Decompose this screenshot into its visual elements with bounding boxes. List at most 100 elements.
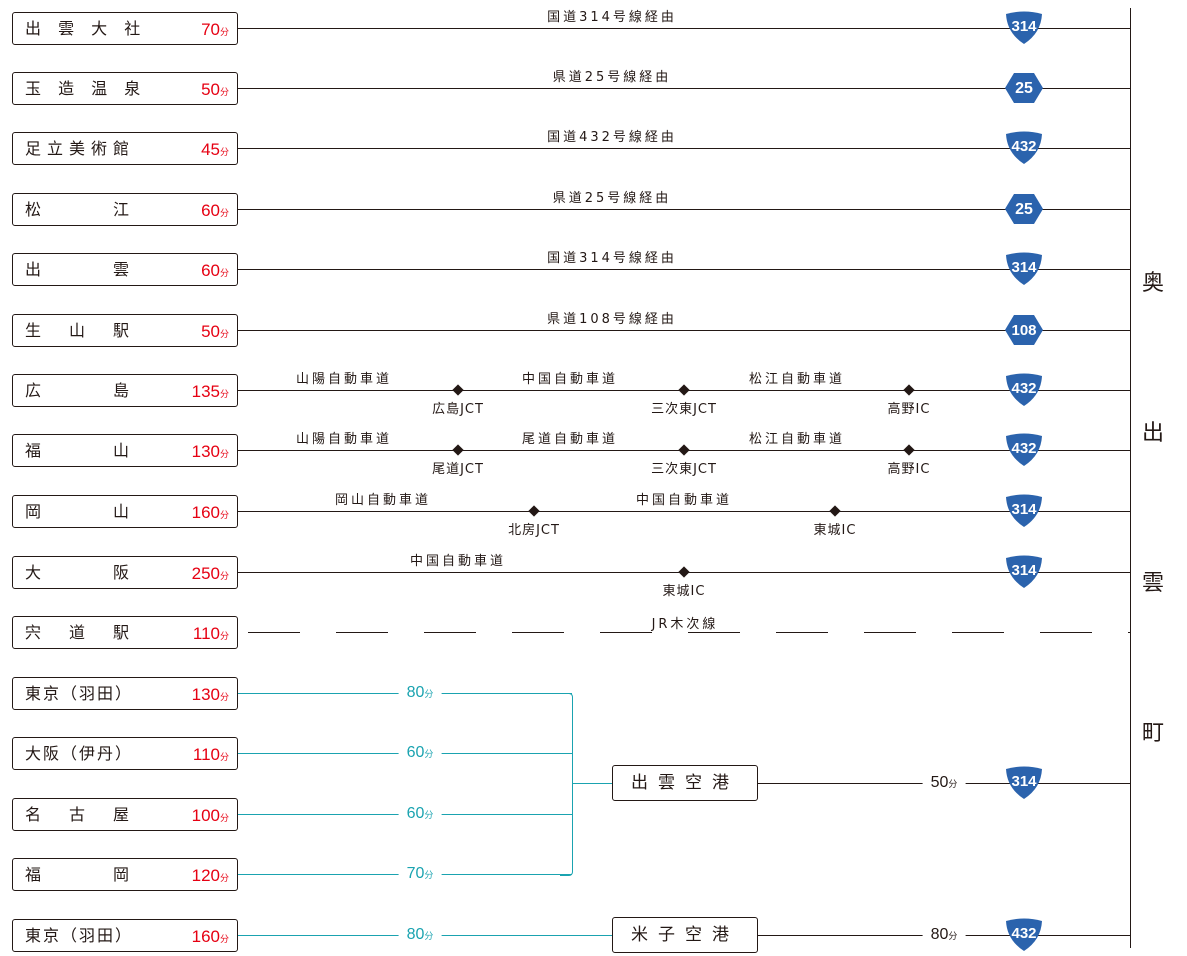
- destination-char-2: 出: [1142, 421, 1165, 446]
- route-number: 25: [1015, 201, 1033, 218]
- road-line: [238, 28, 1130, 29]
- route-number: 314: [1011, 18, 1037, 35]
- flight-time: 80分: [398, 926, 442, 944]
- prefectural-route-icon: 108: [1005, 315, 1043, 345]
- total-time: 135分: [191, 382, 229, 401]
- junction-label: 高野IC: [887, 402, 931, 417]
- destination-line: [1130, 8, 1131, 948]
- route-label: 国道314号線経由: [547, 10, 677, 25]
- total-time: 60分: [201, 201, 229, 220]
- origin-box: 広 島 135分: [12, 374, 238, 407]
- junction-label: 広島JCT: [432, 402, 484, 417]
- destination-char-3: 雲: [1142, 571, 1165, 596]
- route-number: 25: [1015, 80, 1033, 97]
- airport-drive-time: 80分: [922, 926, 966, 944]
- expressway-label: 中国自動車道: [521, 372, 619, 387]
- origin-name: 広 島: [25, 381, 136, 400]
- road-line: [238, 330, 1130, 331]
- total-time: 50分: [201, 80, 229, 99]
- total-time: 160分: [191, 503, 229, 522]
- junction-diamond-icon: [903, 444, 915, 456]
- road-line: [238, 209, 1130, 210]
- national-route-icon: 432: [1006, 918, 1042, 951]
- origin-name: 出 雲: [25, 260, 136, 279]
- route-number: 432: [1011, 380, 1036, 397]
- origin-name: 福 山: [25, 441, 136, 460]
- origin-name: 出 雲 大 社: [25, 19, 147, 38]
- origin-box: 岡 山 160分: [12, 495, 238, 528]
- route-number: 314: [1011, 501, 1037, 518]
- total-time: 50分: [201, 322, 229, 341]
- airport-izumo: 出雲空港: [612, 765, 758, 801]
- railway-line: [248, 632, 1130, 633]
- junction-label: 三次東JCT: [651, 402, 717, 417]
- total-time: 160分: [191, 927, 229, 946]
- origin-name: 岡 山: [25, 502, 136, 521]
- flight-merge-line: [572, 783, 612, 784]
- route-label: 県道25号線経由: [552, 70, 672, 85]
- origin-name: 福 岡: [25, 865, 136, 884]
- expressway-label: 中国自動車道: [409, 554, 507, 569]
- origin-name: 玉 造 温 泉: [25, 79, 147, 98]
- national-route-icon: 314: [1006, 766, 1042, 799]
- total-time: 110分: [192, 745, 229, 764]
- expressway-label: 松江自動車道: [748, 432, 846, 447]
- origin-box: 名 古 屋 100分: [12, 798, 238, 831]
- junction-label: 尾道JCT: [432, 462, 484, 477]
- national-route-icon: 314: [1006, 494, 1042, 527]
- origin-name: 大阪（伊丹）: [25, 744, 134, 763]
- route-number: 432: [1011, 925, 1036, 942]
- origin-name: 宍 道 駅: [25, 623, 136, 642]
- expressway-label: 中国自動車道: [635, 493, 733, 508]
- route-number: 108: [1011, 322, 1036, 339]
- airport-drive-time: 50分: [922, 774, 966, 792]
- origin-box: 東京（羽田）130分: [12, 677, 238, 710]
- railway-label: JR木次線: [647, 613, 723, 632]
- total-time: 70分: [201, 20, 229, 39]
- expressway-label: 岡山自動車道: [334, 493, 432, 508]
- national-route-icon: 314: [1006, 11, 1042, 44]
- national-route-icon: 314: [1006, 252, 1042, 285]
- origin-box: 玉 造 温 泉 50分: [12, 72, 238, 105]
- route-label: 国道432号線経由: [547, 130, 677, 145]
- route-number: 432: [1011, 440, 1036, 457]
- destination-char-4: 町: [1142, 721, 1165, 746]
- junction-diamond-icon: [528, 505, 540, 517]
- flight-time: 80分: [398, 684, 442, 702]
- total-time: 100分: [191, 806, 229, 825]
- expressway-label: 尾道自動車道: [521, 432, 619, 447]
- total-time: 130分: [191, 685, 229, 704]
- origin-name: 大 阪: [25, 563, 136, 582]
- expressway-label: 山陽自動車道: [295, 372, 393, 387]
- airport-yonago: 米子空港: [612, 917, 758, 953]
- origin-name: 名 古 屋: [25, 805, 136, 824]
- route-number: 314: [1011, 562, 1037, 579]
- origin-box: 大阪（伊丹） 110分: [12, 737, 238, 770]
- origin-name: 生 山 駅: [25, 321, 136, 340]
- total-time: 60分: [201, 261, 229, 280]
- origin-box: 生 山 駅 50分: [12, 314, 238, 347]
- expressway-label: 松江自動車道: [748, 372, 846, 387]
- route-number: 314: [1011, 773, 1037, 790]
- origin-name: 足立美術館: [25, 139, 136, 158]
- road-line: [238, 148, 1130, 149]
- junction-label: 三次東JCT: [651, 462, 717, 477]
- junction-label: 東城IC: [662, 584, 706, 599]
- junction-label: 北房JCT: [508, 523, 560, 538]
- national-route-icon: 314: [1006, 555, 1042, 588]
- origin-box: 東京（羽田） 160分: [12, 919, 238, 952]
- origin-box: 出 雲 60分: [12, 253, 238, 286]
- flight-time: 70分: [398, 865, 442, 883]
- expressway-label: 山陽自動車道: [295, 432, 393, 447]
- junction-diamond-icon: [678, 384, 690, 396]
- origin-box: 出 雲 大 社 70分: [12, 12, 238, 45]
- national-route-icon: 432: [1006, 131, 1042, 164]
- route-label: 県道108号線経由: [547, 312, 677, 327]
- prefectural-route-icon: 25: [1005, 73, 1043, 103]
- origin-name: 東京（羽田）: [25, 926, 134, 945]
